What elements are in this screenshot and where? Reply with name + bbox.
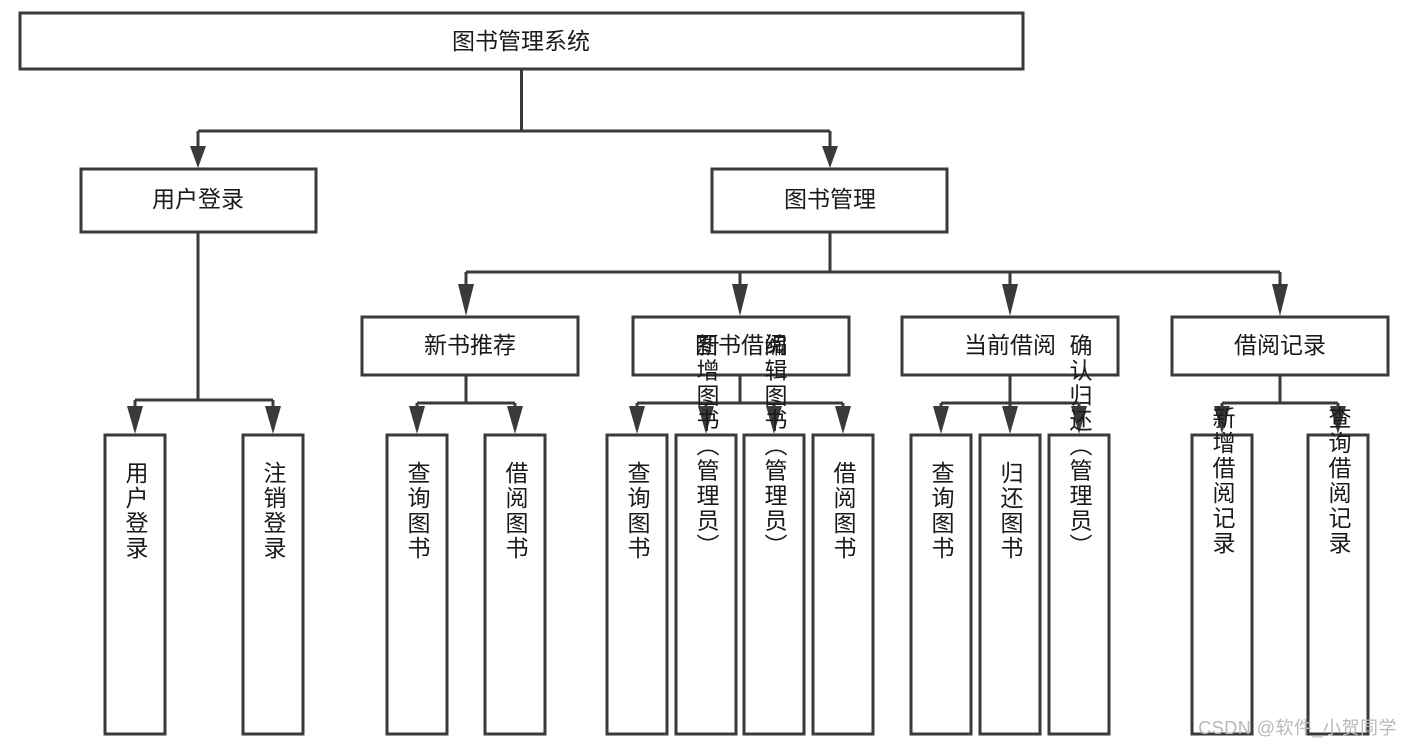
node-leaf-add-record[interactable]: 新增借阅记录	[1190, 406, 1254, 736]
node-leaf-user-login-box[interactable]	[103, 433, 167, 736]
node-new-book-recommend-label: 新书推荐	[424, 332, 516, 358]
node-leaf-logout-login-box[interactable]	[241, 433, 305, 736]
arrow-to-leaf-query-record	[1330, 406, 1346, 434]
arrow-to-leaf-query-book-3	[933, 406, 949, 434]
arrow-to-leaf-user-login	[127, 406, 143, 434]
node-book-borrow-box[interactable]	[631, 315, 851, 377]
node-leaf-borrow-book-1-label: 借阅图书	[502, 461, 529, 561]
arrow-to-leaf-return-book	[1002, 406, 1018, 434]
node-leaf-query-record-label: 查询借阅记录	[1325, 406, 1352, 556]
arrow-root-to-book-management	[822, 146, 838, 168]
node-leaf-query-record-box[interactable]	[1306, 433, 1370, 736]
node-book-borrow[interactable]: 图书借阅	[631, 315, 851, 377]
node-leaf-borrow-book-1-box[interactable]	[483, 433, 547, 736]
arrow-root-to-user-login	[190, 146, 206, 168]
node-new-book-recommend[interactable]: 新书推荐	[360, 315, 580, 377]
node-leaf-add-book[interactable]: 新增图书（管理员）	[674, 334, 738, 736]
node-leaf-confirm-return-box[interactable]	[1047, 433, 1111, 736]
node-borrow-record-label: 借阅记录	[1234, 332, 1326, 358]
node-leaf-confirm-return-label: 确认归还（管理员）	[1066, 334, 1093, 559]
connector-layer	[127, 69, 1346, 434]
node-book-management[interactable]: 图书管理	[710, 167, 949, 234]
arrow-to-borrow-record	[1272, 284, 1288, 316]
node-leaf-edit-book[interactable]: 编辑图书（管理员）	[742, 334, 806, 736]
node-leaf-confirm-return[interactable]: 确认归还（管理员）	[1047, 334, 1111, 736]
node-leaf-query-book-1[interactable]: 查询图书	[385, 433, 449, 736]
arrow-to-leaf-add-book	[698, 406, 714, 434]
node-leaf-add-record-label: 新增借阅记录	[1209, 406, 1236, 556]
node-leaf-return-book-label: 归还图书	[997, 461, 1024, 561]
node-current-borrow-label: 当前借阅	[964, 332, 1056, 358]
arrow-to-leaf-edit-book	[766, 406, 782, 434]
node-leaf-logout-login[interactable]: 注销登录	[241, 433, 305, 736]
node-leaf-borrow-book-2[interactable]: 借阅图书	[811, 433, 875, 736]
node-current-borrow[interactable]: 当前借阅	[900, 315, 1120, 377]
node-user-login-box[interactable]	[79, 167, 318, 234]
node-leaf-query-book-2-label: 查询图书	[624, 461, 651, 561]
node-leaf-edit-book-box[interactable]	[742, 433, 806, 736]
node-leaf-query-book-2-box[interactable]	[605, 433, 669, 736]
node-leaf-add-book-label: 新增图书（管理员）	[693, 334, 720, 559]
arrow-to-leaf-add-record	[1214, 406, 1230, 434]
node-leaf-user-login-label: 用户登录	[122, 461, 149, 561]
node-leaf-borrow-book-1[interactable]: 借阅图书	[483, 433, 547, 736]
node-leaf-query-book-2[interactable]: 查询图书	[605, 433, 669, 736]
node-leaf-query-book-3-label: 查询图书	[928, 461, 955, 561]
node-leaf-edit-book-label: 编辑图书（管理员）	[761, 334, 788, 559]
node-leaf-query-book-1-box[interactable]	[385, 433, 449, 736]
node-root-label: 图书管理系统	[452, 28, 590, 54]
arrow-to-new-book-recommend	[458, 284, 474, 316]
node-user-login-label: 用户登录	[152, 186, 244, 212]
node-leaf-borrow-book-2-box[interactable]	[811, 433, 875, 736]
arrow-to-leaf-borrow-book-1	[507, 406, 523, 434]
node-leaf-query-book-1-label: 查询图书	[404, 461, 431, 561]
node-new-book-recommend-box[interactable]	[360, 315, 580, 377]
arrow-to-leaf-confirm-return	[1071, 406, 1087, 434]
node-book-borrow-label: 图书借阅	[695, 332, 787, 358]
arrow-to-leaf-logout-login	[265, 406, 281, 434]
node-leaf-borrow-book-2-label: 借阅图书	[830, 461, 857, 561]
arrow-to-book-borrow	[732, 284, 748, 316]
node-root-box[interactable]	[18, 11, 1025, 71]
arrow-to-leaf-query-book-2	[629, 406, 645, 434]
arrow-to-current-borrow	[1002, 284, 1018, 316]
node-leaf-user-login[interactable]: 用户登录	[103, 433, 167, 736]
node-borrow-record[interactable]: 借阅记录	[1170, 315, 1390, 377]
node-book-management-label: 图书管理	[784, 186, 876, 212]
node-book-management-box[interactable]	[710, 167, 949, 234]
node-leaf-add-record-box[interactable]	[1190, 433, 1254, 736]
arrow-to-leaf-borrow-book-2	[835, 406, 851, 434]
node-borrow-record-box[interactable]	[1170, 315, 1390, 377]
arrow-to-leaf-query-book-1	[409, 406, 425, 434]
node-leaf-query-book-3[interactable]: 查询图书	[909, 433, 973, 736]
node-leaf-query-book-3-box[interactable]	[909, 433, 973, 736]
node-user-login[interactable]: 用户登录	[79, 167, 318, 234]
node-leaf-logout-login-label: 注销登录	[260, 461, 287, 561]
node-leaf-return-book[interactable]: 归还图书	[978, 433, 1042, 736]
node-leaf-query-record[interactable]: 查询借阅记录	[1306, 406, 1370, 736]
node-current-borrow-box[interactable]	[900, 315, 1120, 377]
node-leaf-return-book-box[interactable]	[978, 433, 1042, 736]
node-root[interactable]: 图书管理系统	[18, 11, 1025, 71]
node-leaf-add-book-box[interactable]	[674, 433, 738, 736]
